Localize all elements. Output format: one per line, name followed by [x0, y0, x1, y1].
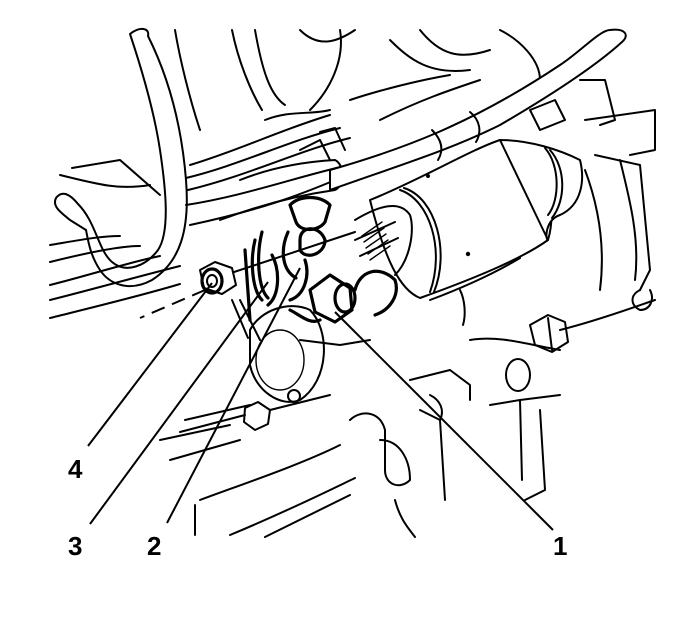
engine-block-right: [529, 79, 656, 311]
leader-line-2: [166, 267, 301, 524]
starter-motor-body: [369, 139, 584, 326]
mounting-bolt: [469, 299, 656, 501]
mounting-flange: [243, 305, 371, 431]
callout-leader-lines: [87, 267, 554, 531]
wiring-harness-bundle: [49, 29, 541, 319]
leader-line-1: [334, 311, 554, 531]
callout-number-4: 4: [68, 454, 83, 484]
electrical-connector: [288, 273, 357, 324]
callout-number-1: 1: [553, 531, 568, 561]
vacuum-hose-j-shape: [54, 28, 188, 288]
engine-block-lower: [159, 369, 471, 538]
callout-number-2: 2: [147, 531, 162, 561]
cable-eyelet-terminals: [209, 195, 356, 341]
solenoid-terminal-area: [353, 204, 413, 317]
leader-line-3: [89, 281, 269, 525]
leader-line-4: [87, 282, 213, 447]
callout-number-3: 3: [68, 531, 83, 561]
upper-tube: [329, 28, 627, 191]
